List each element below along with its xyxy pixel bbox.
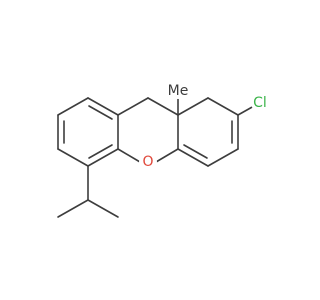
bond <box>87 199 119 218</box>
bond <box>87 148 119 167</box>
methyl-atom-bg <box>170 83 186 99</box>
bond-layer <box>57 97 255 218</box>
structure-canvas: O Me Cl <box>57 83 269 218</box>
molecule-diagram: O Me Cl <box>57 83 269 218</box>
bond <box>177 97 209 116</box>
chlorine-atom-label: Cl <box>253 95 267 111</box>
bond <box>155 148 179 163</box>
bond <box>117 97 149 116</box>
methyl-atom-label: Me <box>168 83 189 99</box>
chlorine-atom-bg <box>251 94 269 112</box>
bond <box>117 148 141 163</box>
bond <box>177 148 209 167</box>
double-bond <box>183 144 208 159</box>
double-bond <box>88 105 113 120</box>
bond <box>57 148 89 167</box>
bond <box>57 199 89 218</box>
double-bond <box>88 144 113 159</box>
oxygen-atom-bg <box>139 153 157 171</box>
bond <box>147 97 179 116</box>
bond <box>57 97 89 116</box>
atom-labels: O Me Cl <box>139 83 269 171</box>
bond <box>87 97 119 116</box>
bond <box>207 97 239 116</box>
bond <box>237 105 255 116</box>
bond <box>207 148 239 167</box>
oxygen-atom-label: O <box>142 154 153 170</box>
